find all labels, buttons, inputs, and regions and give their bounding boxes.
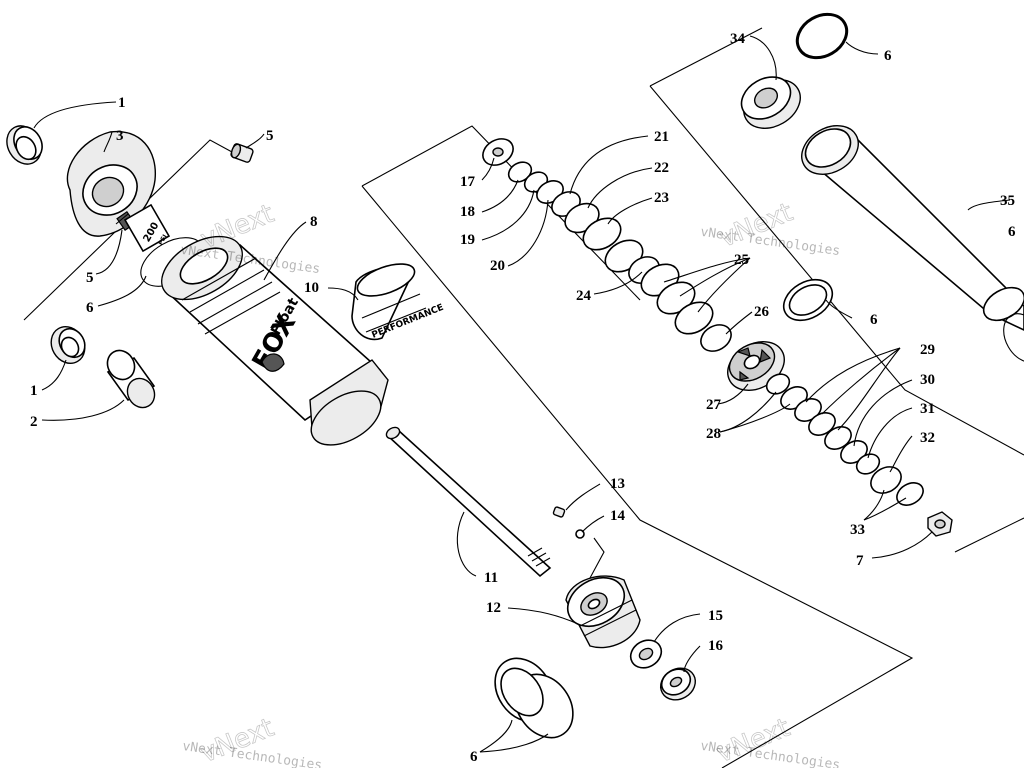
label-29: 29 — [920, 342, 935, 358]
part-34-reservoir-piston — [740, 76, 801, 129]
label-13: 13 — [610, 476, 625, 492]
label-11: 11 — [484, 570, 498, 586]
group-frames — [23, 27, 1024, 768]
label-12: 12 — [486, 600, 501, 616]
label-27: 27 — [706, 397, 722, 413]
label-1-bottom: 1 — [30, 383, 38, 399]
label-17: 17 — [460, 174, 476, 190]
part-6-bearing-rings — [494, 657, 574, 739]
label-6-right: 6 — [1008, 224, 1016, 240]
part-6-piston-ring — [782, 278, 834, 322]
part-35-reservoir-body — [801, 125, 1024, 331]
label-20: 20 — [490, 258, 505, 274]
part-13-pin — [552, 506, 566, 518]
part-2-spacer-sleeve — [106, 349, 156, 409]
label-23: 23 — [654, 190, 669, 206]
shim-stack-lower — [765, 373, 924, 506]
label-34: 34 — [730, 31, 746, 47]
part-3-reservoir-cap — [66, 130, 156, 237]
part-11-shaft — [385, 426, 552, 578]
label-14: 14 — [610, 508, 626, 524]
label-8: 8 — [310, 214, 318, 230]
part-6-reservoir-oring — [795, 12, 849, 60]
part-12-piston-assembly — [565, 575, 641, 649]
cap-unit-text: PSI — [157, 233, 169, 246]
shim-stack-upper — [482, 138, 732, 352]
label-22: 22 — [654, 160, 669, 176]
label-35: 35 — [1000, 193, 1015, 209]
label-16: 16 — [708, 638, 724, 654]
part-7-nut — [927, 511, 953, 537]
part-16-washer — [660, 667, 696, 701]
label-2: 2 — [30, 414, 38, 430]
part-15-washer — [629, 639, 663, 669]
part-1-bushing-bottom — [50, 326, 86, 364]
label-15: 15 — [708, 608, 723, 624]
label-26: 26 — [754, 304, 770, 320]
part-5-valve-stem — [115, 213, 129, 225]
leader-lines — [33, 35, 1011, 753]
part-1-bushing-top — [6, 125, 43, 165]
label-1-top: 1 — [118, 95, 126, 111]
label-31: 31 — [920, 401, 935, 417]
label-10: 10 — [304, 280, 319, 296]
label-4: 5 — [266, 128, 274, 144]
label-7: 7 — [856, 553, 864, 569]
label-19: 19 — [460, 232, 475, 248]
part-6-reservoir-seal — [1003, 313, 1024, 363]
label-25: 25 — [734, 252, 749, 268]
part-number-labels: 1 3 5 8 5 6 10 1 2 11 12 13 14 15 16 6 1… — [30, 31, 1016, 765]
label-24: 24 — [576, 288, 592, 304]
body-cap-plate: 200 PSI — [123, 203, 171, 253]
label-6-bottom: 6 — [470, 749, 478, 765]
label-32: 32 — [920, 430, 935, 446]
label-6-mid: 6 — [870, 312, 878, 328]
label-6-left: 6 — [86, 300, 94, 316]
shock-body — [161, 235, 389, 446]
label-6-top: 6 — [884, 48, 892, 64]
label-21: 21 — [654, 129, 669, 145]
label-30: 30 — [920, 372, 935, 388]
label-33: 33 — [850, 522, 865, 538]
label-3: 3 — [116, 128, 124, 144]
label-5: 5 — [86, 270, 94, 286]
label-28: 28 — [706, 426, 721, 442]
label-18: 18 — [460, 204, 475, 220]
part-4-valve-cap — [230, 143, 254, 163]
